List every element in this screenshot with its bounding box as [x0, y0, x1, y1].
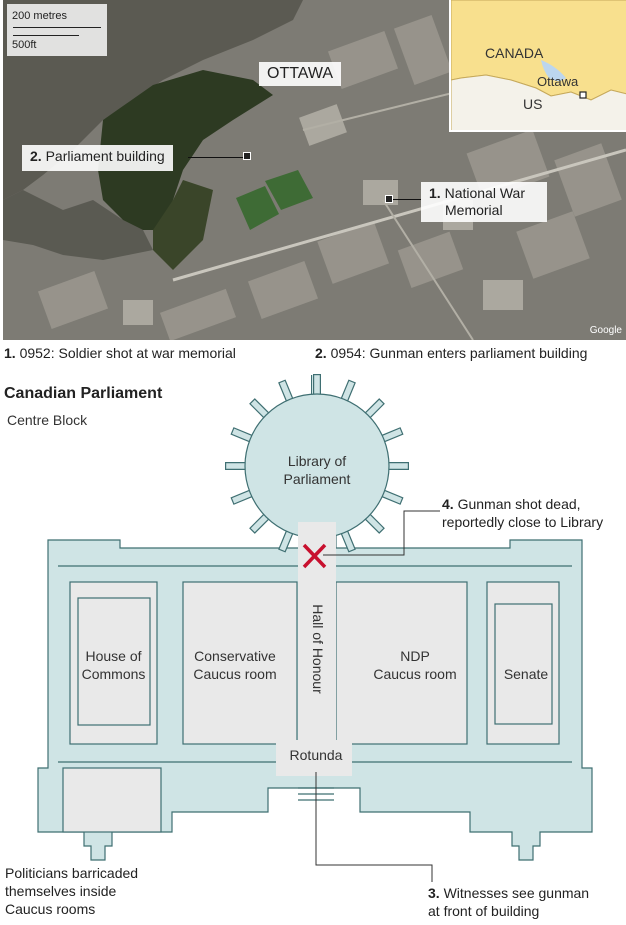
- label-conservative-line1: Conservative: [194, 648, 276, 664]
- caption-number: 1.: [4, 345, 16, 361]
- location-dot-icon: [385, 195, 393, 203]
- marker-parliament-building[interactable]: 2. Parliament building: [22, 145, 173, 171]
- event-line2: reportedly close to Library: [442, 514, 604, 530]
- label-hall-of-honour: Hall of Honour: [310, 604, 326, 694]
- plan-subtitle: Centre Block: [7, 412, 88, 428]
- scale-metric-label: 200 metres: [12, 10, 68, 22]
- event-line1: Witnesses see gunman: [443, 885, 590, 901]
- leader-line-event-3: [315, 772, 433, 882]
- caption-number: 2.: [315, 345, 327, 361]
- barricade-note-line1: Politicians barricaded: [5, 865, 139, 881]
- caption-event-1: 1. 0952: Soldier shot at war memorial: [4, 345, 236, 361]
- barricade-note-line3: Caucus rooms: [5, 901, 96, 917]
- label-library-line2: Parliament: [283, 471, 351, 487]
- label-house-of-commons: House of Commons: [70, 647, 157, 683]
- marker-label-line1: National War: [444, 185, 525, 201]
- room-conservative: [182, 581, 298, 745]
- event-note-4: 4. Gunman shot dead, reportedly close to…: [442, 495, 603, 531]
- library-buttress-fill: [380, 490, 402, 504]
- library-buttress-fill: [232, 490, 254, 504]
- label-conservative-line2: Caucus room: [193, 666, 277, 682]
- barricade-note: Politicians barricaded themselves inside…: [5, 864, 138, 918]
- caption-event-2: 2. 0954: Gunman enters parliament buildi…: [315, 345, 587, 361]
- map-attribution: Google: [589, 325, 622, 336]
- map-scale: 200 metres 500ft: [7, 4, 107, 56]
- label-ndp-caucus: NDP Caucus room: [352, 647, 478, 683]
- library-buttress-fill: [250, 513, 270, 533]
- label-ndp-line2: Caucus room: [373, 666, 457, 682]
- scale-imperial-label: 500ft: [12, 39, 37, 51]
- event-number: 4.: [442, 496, 454, 512]
- rotunda: [276, 740, 352, 776]
- marker-label: Parliament building: [45, 148, 165, 164]
- label-house-line1: House of: [85, 648, 142, 664]
- room-lower-left: [62, 767, 162, 833]
- label-house-line2: Commons: [81, 666, 146, 682]
- library-buttress-fill: [279, 529, 293, 551]
- plan-title: Canadian Parliament: [4, 385, 163, 402]
- shot-location-icon: [302, 543, 327, 569]
- library-buttress-fill: [250, 399, 270, 419]
- event-note-3: 3. Witnesses see gunman at front of buil…: [428, 884, 589, 920]
- leader-line-event-4: [323, 510, 440, 556]
- library-buttress-fill: [380, 428, 402, 442]
- inset-city-label: Ottawa: [537, 74, 579, 89]
- marker-national-war-memorial[interactable]: 1. National War Memorial: [421, 182, 547, 222]
- room-ndp: [335, 581, 468, 745]
- caption-text: 0954: Gunman enters parliament building: [330, 345, 588, 361]
- inset-map-shapes: [451, 0, 626, 130]
- library-buttress-fill: [279, 381, 293, 403]
- label-ndp-line1: NDP: [400, 648, 430, 664]
- scale-bar-line: [13, 27, 101, 28]
- marker-label-line2: Memorial: [445, 202, 503, 218]
- marker-leader-line: [391, 199, 421, 200]
- room-house-of-commons: [69, 581, 158, 745]
- library-buttress-fill: [341, 381, 355, 403]
- marker-leader-line: [188, 157, 245, 158]
- barricade-note-line2: themselves inside: [5, 883, 117, 899]
- caption-text: 0952: Soldier shot at war memorial: [19, 345, 236, 361]
- inset-locator-map: CANADA Ottawa US: [449, 0, 626, 132]
- room-senate: [486, 581, 560, 745]
- event-line2: at front of building: [428, 903, 540, 919]
- scale-bar-line-imperial: [13, 35, 79, 36]
- inset-country-label: CANADA: [485, 45, 544, 61]
- label-senate: Senate: [503, 666, 549, 682]
- city-label: OTTAWA: [259, 62, 342, 86]
- marker-number: 1.: [429, 185, 441, 201]
- library-buttress-fill: [364, 399, 384, 419]
- aerial-map[interactable]: 200 metres 500ft CANADA Ottawa US OTTAWA…: [3, 0, 626, 340]
- location-dot-icon: [243, 152, 251, 160]
- label-library-line1: Library of: [287, 453, 347, 469]
- label-conservative-caucus: Conservative Caucus room: [178, 647, 292, 683]
- inset-neighbor-label: US: [523, 96, 543, 112]
- label-rotunda: Rotunda: [289, 747, 343, 763]
- event-line1: Gunman shot dead,: [457, 496, 581, 512]
- library-buttress-fill: [341, 529, 355, 551]
- event-number: 3.: [428, 885, 440, 901]
- library-dome: [225, 374, 409, 553]
- hall-of-honour: [298, 548, 336, 746]
- library-buttress-fill: [232, 428, 254, 442]
- library-buttress-fill: [364, 513, 384, 533]
- label-library: Library of Parliament: [267, 452, 367, 488]
- marker-number: 2.: [30, 148, 42, 164]
